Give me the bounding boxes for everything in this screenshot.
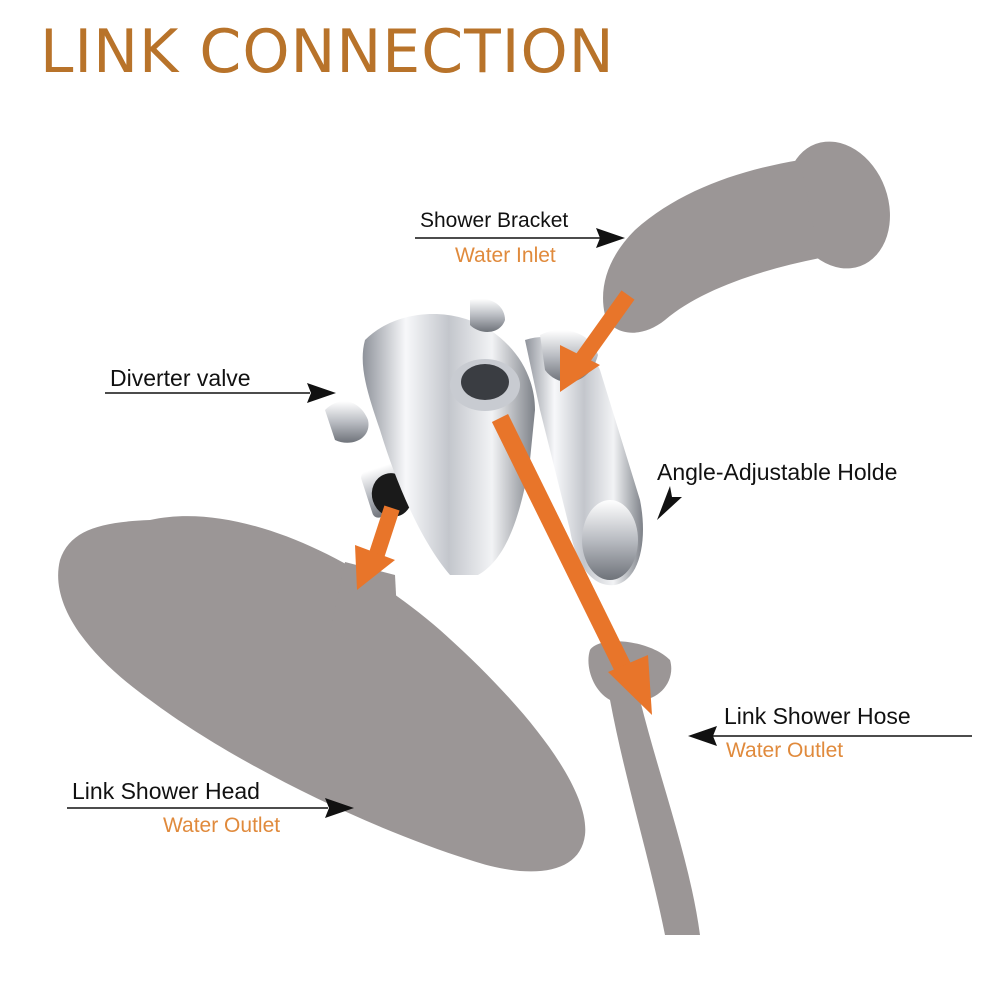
shower-head-silhouette — [58, 516, 586, 872]
flow-arrows — [355, 290, 652, 715]
diagram-title: LINK CONNECTION — [40, 17, 615, 87]
diverter-valve-label: Diverter valve — [110, 365, 251, 391]
label-pointers — [67, 228, 972, 818]
shower-arm-silhouette — [603, 141, 890, 333]
hose-flow-arrow — [491, 414, 637, 682]
shower-hose-label: Link Shower Hose — [724, 703, 911, 729]
head-water-outlet-label: Water Outlet — [163, 814, 281, 837]
head-arrowhead — [355, 545, 395, 590]
water-inlet-label: Water Inlet — [455, 244, 556, 267]
shower-bracket-label: Shower Bracket — [420, 209, 569, 232]
shower-head-label: Link Shower Head — [72, 778, 260, 804]
head-flow-arrow — [367, 505, 400, 563]
hose-arrowhead — [608, 655, 652, 715]
inlet-arrowhead — [560, 345, 600, 392]
inlet-flow-arrow — [571, 290, 635, 370]
hose-silhouette — [588, 641, 700, 935]
hose-water-outlet-label: Water Outlet — [726, 739, 844, 762]
diverter-valve — [325, 298, 643, 586]
angle-holder-label: Angle-Adjustable Holde — [657, 459, 898, 485]
